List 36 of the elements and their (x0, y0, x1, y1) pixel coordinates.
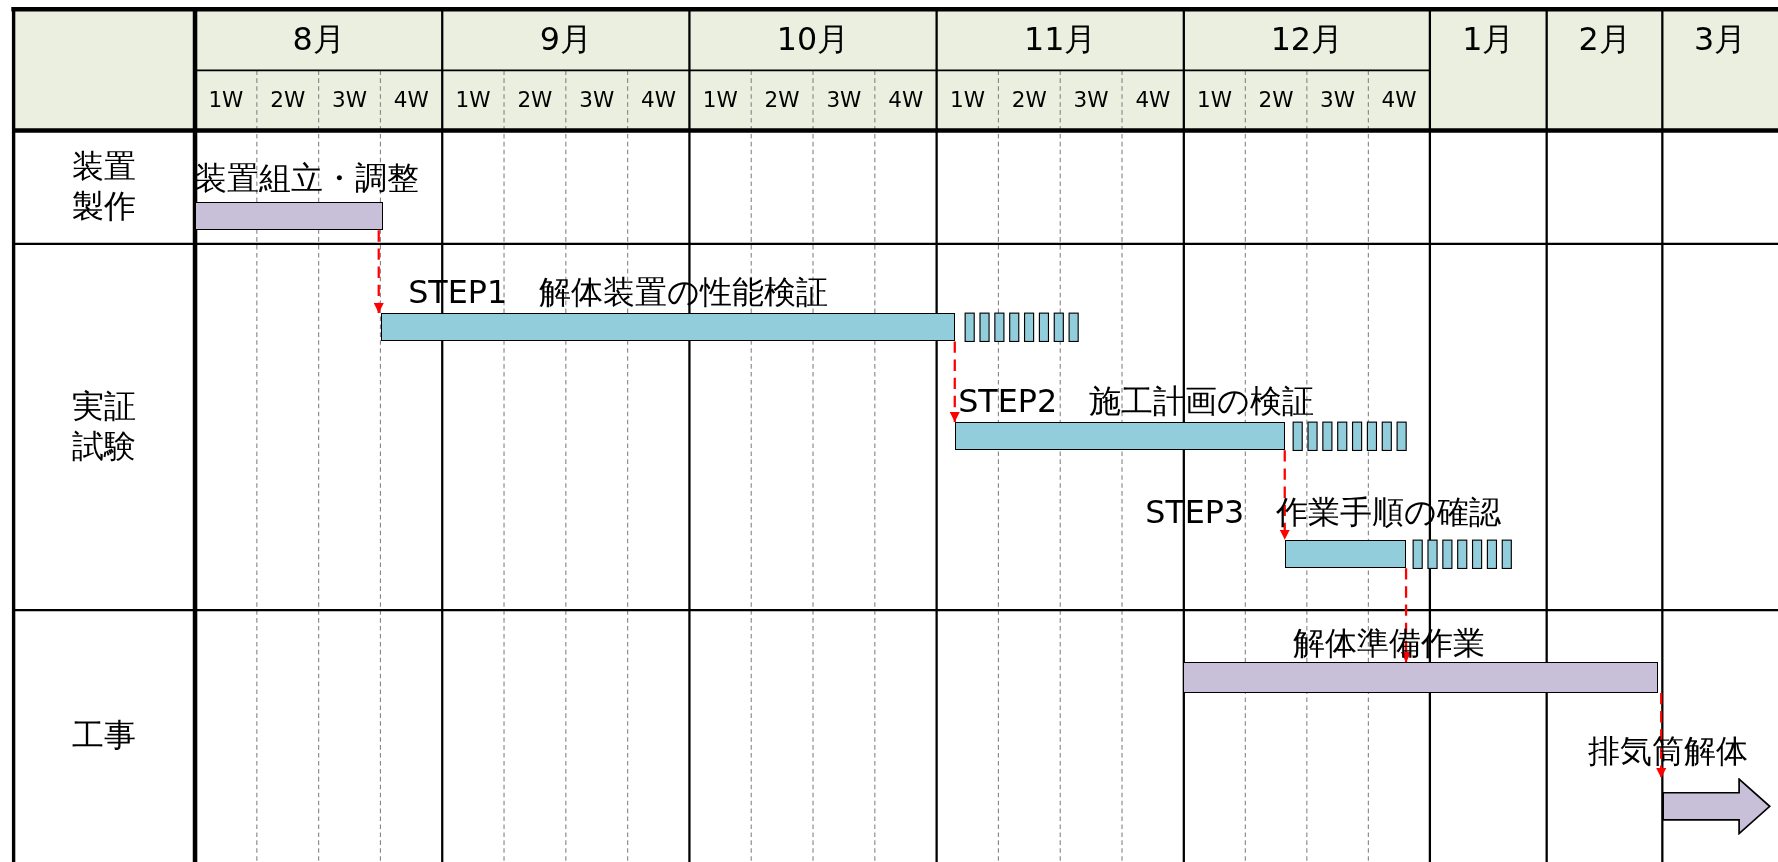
week-header: 2W (270, 86, 306, 114)
week-header: 3W (826, 86, 862, 114)
week-header: 4W (1135, 86, 1171, 114)
week-header: 1W (208, 86, 244, 114)
week-header: 2W (1258, 86, 1294, 114)
month-header: 12月 (1270, 19, 1344, 59)
row-header: 工事 (71, 716, 137, 756)
week-header: 2W (1011, 86, 1047, 114)
week-header: 3W (1320, 86, 1356, 114)
week-header: 2W (517, 86, 553, 114)
month-header: 11月 (1024, 19, 1097, 59)
week-header: 3W (1073, 86, 1109, 114)
week-header: 1W (1197, 86, 1233, 114)
week-header: 3W (579, 86, 615, 114)
dependency-arrow (1400, 568, 1412, 663)
dependency-arrow (949, 341, 960, 422)
week-header: 1W (950, 86, 985, 114)
task-label: 装置組立・調整 (195, 158, 420, 198)
week-header: 4W (888, 86, 924, 114)
month-header: 10月 (776, 19, 850, 59)
week-header: 1W (702, 86, 738, 114)
month-header: 3月 (1694, 19, 1747, 59)
week-header: 4W (1381, 86, 1417, 114)
week-header: 4W (641, 86, 676, 114)
week-header: 3W (332, 86, 367, 114)
month-header: 1月 (1462, 19, 1515, 59)
week-header: 2W (764, 86, 800, 114)
dependency-arrow (373, 230, 384, 314)
month-header: 8月 (292, 19, 345, 59)
week-header: 1W (455, 86, 491, 114)
week-header: 4W (393, 86, 429, 114)
month-header: 9月 (539, 19, 592, 59)
month-header: 2月 (1578, 19, 1631, 59)
task-label: STEP2 施工計画の検証 (958, 382, 1315, 421)
row-header: 装置製作 (71, 147, 137, 227)
row-header: 実証試験 (71, 387, 137, 466)
